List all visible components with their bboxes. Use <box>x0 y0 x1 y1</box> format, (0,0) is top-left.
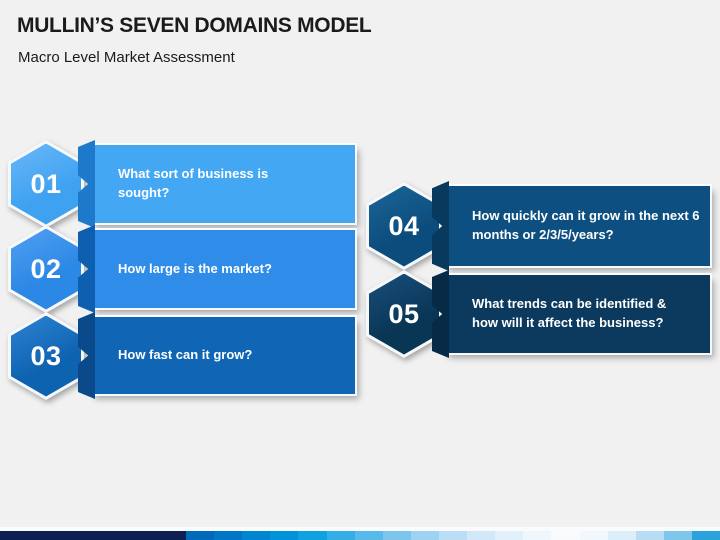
question-box: What sort of business is sought? <box>78 140 355 228</box>
bar-segment <box>467 531 496 540</box>
question-text: How quickly can it grow in the next 6 mo… <box>472 208 700 242</box>
hexagon-rim: 04 <box>366 182 442 270</box>
slide-title: MULLIN’S SEVEN DOMAINS MODEL <box>17 14 372 37</box>
hexagon-badge: 04 <box>366 182 442 270</box>
bar-segment <box>214 531 243 540</box>
question-box: How fast can it grow? <box>78 312 355 399</box>
bracket-ribbon <box>78 225 95 313</box>
question-panel: How quickly can it grow in the next 6 mo… <box>445 186 710 266</box>
badge-number: 04 <box>388 210 420 241</box>
question-panel: What sort of business is sought? <box>91 145 355 223</box>
question-text: How large is the market? <box>118 260 272 276</box>
hexagon-rim: 02 <box>8 225 84 313</box>
bar-segment <box>691 531 720 540</box>
badge-number: 02 <box>30 253 62 284</box>
footer-highlight-strip <box>0 527 720 531</box>
hexagon-fill: 01 <box>11 143 81 225</box>
question-text: How fast can it grow? <box>118 347 253 363</box>
bracket-ribbon <box>78 140 95 228</box>
badge-number: 05 <box>388 298 420 329</box>
question-panel: How fast can it grow? <box>91 317 355 394</box>
question-box: How quickly can it grow in the next 6 mo… <box>432 181 710 271</box>
hexagon-badge: 02 <box>8 225 84 313</box>
bar-segment <box>438 531 468 540</box>
badge-number: 03 <box>30 340 62 371</box>
bracket-ribbon <box>432 181 449 271</box>
hexagon-fill: 05 <box>369 273 439 355</box>
bar-segment <box>523 531 552 540</box>
hexagon-fill: 02 <box>11 228 81 310</box>
bar-segment <box>354 531 383 540</box>
hexagon-badge: 03 <box>8 312 84 400</box>
hexagon-fill: 04 <box>369 185 439 267</box>
badge-number: 01 <box>30 168 62 199</box>
question-text: What sort of business is sought? <box>118 166 269 200</box>
bar-segment <box>0 531 186 540</box>
bar-segment <box>186 531 215 540</box>
question-panel: What trends can be identified & how will… <box>445 275 710 353</box>
bar-segment <box>242 531 271 540</box>
hexagon-rim: 05 <box>366 270 442 358</box>
bar-segment <box>495 531 524 540</box>
bar-segment <box>635 531 664 540</box>
question-box: How large is the market? <box>78 225 355 313</box>
bar-segment <box>551 531 580 540</box>
hexagon-badge: 05 <box>366 270 442 358</box>
question-box: What trends can be identified & how will… <box>432 270 710 358</box>
bar-segment <box>579 531 608 540</box>
bar-segment <box>382 531 411 540</box>
bar-segment <box>410 531 439 540</box>
bar-segment <box>270 531 299 540</box>
bracket-ribbon <box>78 312 95 399</box>
bar-segment <box>326 531 355 540</box>
hexagon-rim: 01 <box>8 140 84 228</box>
question-text: What trends can be identified & how will… <box>472 296 667 330</box>
bottom-accent-bar <box>0 531 720 540</box>
hexagon-badge: 01 <box>8 140 84 228</box>
bracket-ribbon <box>432 270 449 358</box>
hexagon-rim: 03 <box>8 312 84 400</box>
bar-segment <box>298 531 327 540</box>
bar-segment <box>663 531 692 540</box>
hexagon-fill: 03 <box>11 315 81 397</box>
bar-segment <box>607 531 636 540</box>
slide-subtitle: Macro Level Market Assessment <box>18 49 235 66</box>
question-panel: How large is the market? <box>91 230 355 308</box>
